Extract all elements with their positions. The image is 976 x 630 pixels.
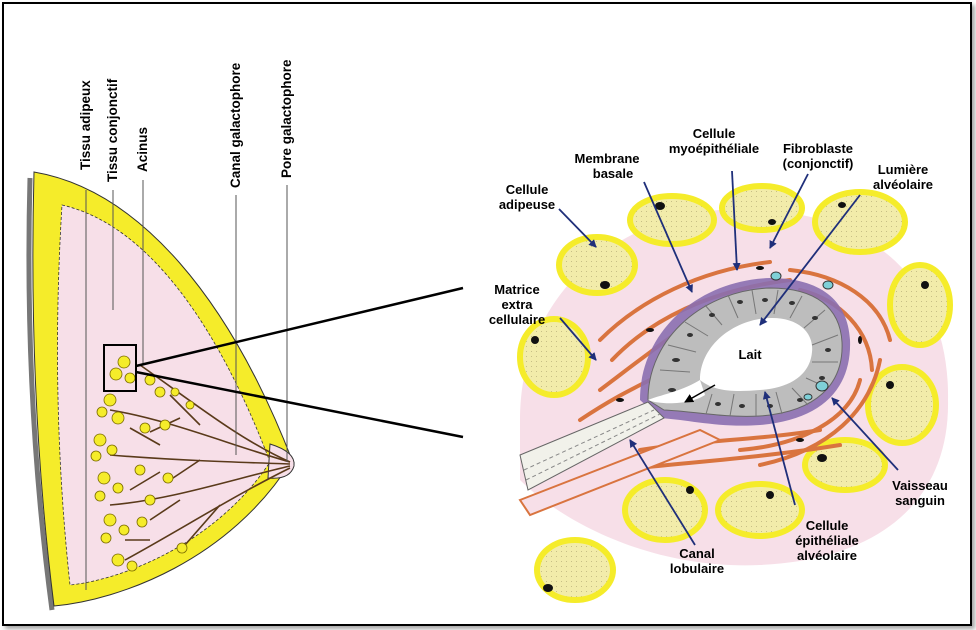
label-matrice-3: cellulaire	[489, 312, 545, 327]
label-membrane-basale-2: basale	[593, 166, 633, 181]
label-canal-lobulaire-1: Canal	[679, 546, 714, 561]
label-matrice-2: extra	[501, 297, 533, 312]
label-vaisseau-2: sanguin	[895, 493, 945, 508]
label-epitheliale-2: épithéliale	[795, 533, 859, 548]
label-tissu-conjonctif: Tissu conjonctif	[105, 78, 120, 182]
label-lumiere-2: alvéolaire	[873, 177, 933, 192]
label-lait: Lait	[738, 347, 762, 362]
label-pore-galactophore: Pore galactophore	[279, 59, 294, 178]
label-myoepitheliale-2: myoépithéliale	[669, 141, 759, 156]
label-fibroblaste-1: Fibroblaste	[783, 141, 853, 156]
label-epitheliale-1: Cellule	[806, 518, 849, 533]
label-membrane-basale-1: Membrane	[574, 151, 639, 166]
label-canal-galactophore: Canal galactophore	[228, 62, 243, 188]
label-fibroblaste-2: (conjonctif)	[783, 156, 854, 171]
label-epitheliale-3: alvéolaire	[797, 548, 857, 563]
label-canal-lobulaire-2: lobulaire	[670, 561, 724, 576]
label-myoepitheliale-1: Cellule	[693, 126, 736, 141]
breast-section: Tissu adipeux Tissu conjonctif Acinus Ca…	[29, 59, 463, 610]
label-matrice-1: Matrice	[494, 282, 540, 297]
label-cellule-adipeuse-2: adipeuse	[499, 197, 555, 212]
label-tissu-adipeux: Tissu adipeux	[78, 80, 93, 170]
label-cellule-adipeuse-1: Cellule	[506, 182, 549, 197]
label-lumiere-1: Lumière	[878, 162, 929, 177]
label-vaisseau-1: Vaisseau	[892, 478, 948, 493]
label-acinus: Acinus	[135, 127, 150, 172]
